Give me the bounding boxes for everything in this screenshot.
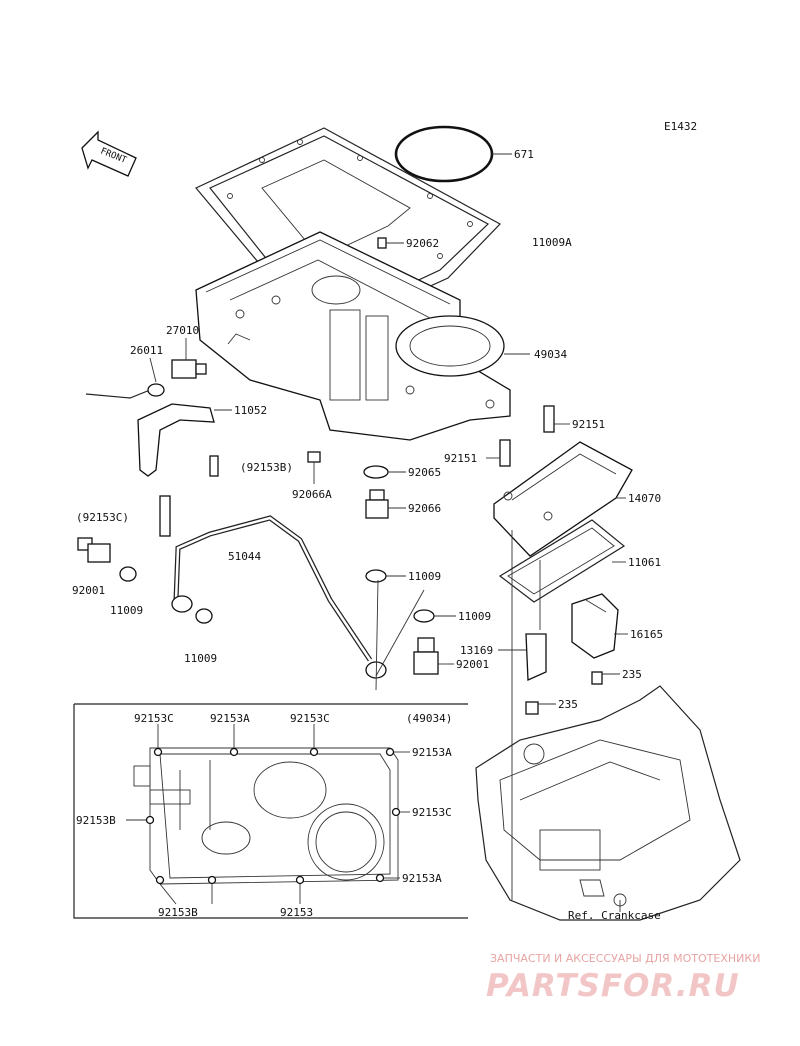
detail-label-right-1: 92153A	[412, 746, 452, 759]
bracket-part	[137, 403, 219, 477]
oil-pressure-switch-part	[171, 338, 207, 379]
detail-inset-box	[73, 703, 468, 919]
label-51044: 51044	[228, 550, 261, 563]
plate-13169-part	[525, 633, 547, 681]
washer-right-upper-part	[365, 569, 387, 583]
label-11052: 11052	[234, 404, 267, 417]
label-14070: 14070	[628, 492, 661, 505]
o-ring-part	[394, 125, 512, 183]
label-92151-lower: 92151	[444, 452, 477, 465]
label-92065: 92065	[408, 466, 441, 479]
gasket-11061-part	[498, 519, 626, 603]
label-92153B-paren: (92153B)	[240, 461, 293, 474]
washer-92065-part	[363, 465, 389, 479]
label-49034: 49034	[534, 348, 567, 361]
detail-label-right-3: 92153A	[402, 872, 442, 885]
label-92066A: 92066A	[292, 488, 332, 501]
label-92066: 92066	[408, 502, 441, 515]
screw-235-right-part	[591, 671, 603, 685]
label-11061: 11061	[628, 556, 661, 569]
detail-label-top-3: 92153C	[290, 712, 330, 725]
part-16165	[571, 593, 619, 659]
banjo-bolt-left-part	[77, 537, 111, 563]
label-92062: 92062	[406, 237, 439, 250]
diagram-code: E1432	[664, 120, 697, 133]
detail-label-bottom-1: 92153B	[158, 906, 198, 919]
label-13169: 13169	[460, 644, 493, 657]
label-11009A: 11009A	[532, 236, 572, 249]
detail-label-bottom-2: 92153	[280, 906, 313, 919]
banjo-bolt-right-part	[413, 637, 439, 675]
detail-label-right-2: 92153C	[412, 806, 452, 819]
label-ref-crankcase: Ref. Crankcase	[568, 909, 661, 922]
oil-pan-part	[195, 231, 511, 441]
bolt-92153C-part	[159, 495, 171, 537]
drain-plug-part	[365, 489, 389, 519]
label-11009-right-upper: 11009	[408, 570, 441, 583]
bolt-92151-upper-part	[543, 405, 555, 433]
label-92153C-paren: (92153C)	[76, 511, 129, 524]
label-27010: 27010	[166, 324, 199, 337]
detail-title: (49034)	[406, 712, 452, 725]
detail-label-left-1: 92153B	[76, 814, 116, 827]
drain-plug-small-part	[307, 451, 321, 463]
detail-label-top-1: 92153C	[134, 712, 174, 725]
label-11009-left-lower: 11009	[184, 652, 217, 665]
washer-left-upper-part	[119, 566, 137, 582]
label-671: 671	[514, 148, 534, 161]
label-92001-left: 92001	[72, 584, 105, 597]
label-26011: 26011	[130, 344, 163, 357]
plug-92062-part	[377, 237, 387, 249]
label-235-right: 235	[622, 668, 642, 681]
detail-label-top-2: 92153A	[210, 712, 250, 725]
washer-right-lower-part	[413, 609, 435, 623]
label-92151-upper: 92151	[572, 418, 605, 431]
label-16165: 16165	[630, 628, 663, 641]
cover-14070-part	[493, 441, 633, 557]
watermark-logo: PARTSFOR.RU	[486, 968, 740, 1004]
label-11009-left-upper: 11009	[110, 604, 143, 617]
crankcase-reference-part	[475, 685, 741, 921]
bolt-92151-lower-part	[499, 439, 511, 467]
watermark-tagline: ЗАПЧАСТИ И АКСЕССУАРЫ ДЛЯ МОТОТЕХНИКИ	[490, 952, 760, 965]
label-92001-right: 92001	[456, 658, 489, 671]
label-11009-right-lower: 11009	[458, 610, 491, 623]
switch-lead-wire-part	[85, 357, 165, 399]
front-arrow-icon: FRONT	[81, 130, 137, 177]
screw-235-left-part	[525, 701, 539, 715]
label-235-left: 235	[558, 698, 578, 711]
washer-left-lower-part	[195, 608, 213, 624]
